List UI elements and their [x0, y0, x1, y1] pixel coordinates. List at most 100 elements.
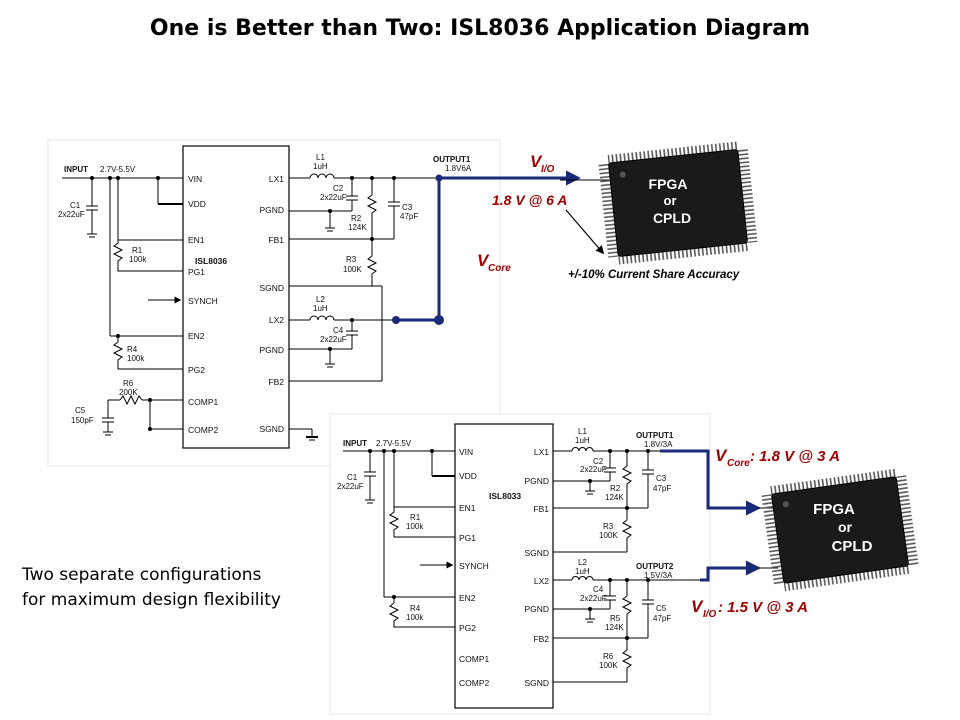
- c4-label: C4: [333, 326, 344, 335]
- r4b-value: 100k: [406, 613, 424, 622]
- pin2-pgnd2: PGND: [524, 604, 549, 614]
- schematic-isl8033: ISL8033 VIN VDD EN1 PG1 SYNCH EN2 PG2 CO…: [329, 413, 919, 715]
- pin-pg2: PG2: [188, 365, 205, 375]
- page-title: One is Better than Two: ISL8036 Applicat…: [149, 16, 811, 41]
- c4b-value: 2x22uF: [580, 594, 607, 603]
- isl8033-output2-value: 1.5V/3A: [644, 571, 673, 580]
- pin2-en1: EN1: [459, 503, 476, 513]
- c4b-label: C4: [593, 585, 604, 594]
- configuration-note: Two separate configurations for maximum …: [22, 563, 281, 613]
- pin2-comp2: COMP2: [459, 678, 490, 688]
- c3b-label: C3: [656, 474, 667, 483]
- fpga1-line-2: or: [664, 193, 677, 208]
- pin-sgnd2: SGND: [259, 424, 284, 434]
- c3b-value: 47pF: [653, 484, 671, 493]
- isl8036-input-label: INPUT: [64, 165, 88, 174]
- schematic-isl8036: ISL8036 VIN VDD EN1 PG1 SYNCH EN2 PG2 CO…: [47, 139, 758, 467]
- r4-label: R4: [127, 345, 138, 354]
- pin2-comp1: COMP1: [459, 654, 490, 664]
- c5-value: 150pF: [71, 416, 94, 425]
- pin2-en2: EN2: [459, 593, 476, 603]
- isl8036-ic-body: [182, 145, 290, 449]
- fpga2-line-1: FPGA: [813, 501, 855, 518]
- l2b-label: L2: [578, 558, 587, 567]
- pin-synch: SYNCH: [188, 296, 218, 306]
- isl8036-left-wiring: [62, 177, 183, 436]
- isl8033-output-traces: [660, 449, 761, 582]
- isl8036-chip-name: ISL8036: [195, 256, 227, 266]
- pin-pg1: PG1: [188, 267, 205, 277]
- vio2-spec: : 1.5 V @ 3 A: [718, 599, 808, 616]
- pin2-pg2: PG2: [459, 623, 476, 633]
- isl8033-left-wiring: [343, 450, 455, 628]
- r3b-value: 100K: [599, 531, 618, 540]
- pin2-sgnd2: SGND: [524, 678, 549, 688]
- r6-value: 200K: [119, 388, 138, 397]
- pin2-pgnd1: PGND: [524, 476, 549, 486]
- r3-label: R3: [346, 255, 357, 264]
- l2-value: 1uH: [313, 304, 328, 313]
- fpga-chip-1: FPGA or CPLD: [598, 141, 758, 265]
- pin2-vin: VIN: [459, 447, 473, 457]
- l1b-label: L1: [578, 427, 587, 436]
- vio-label-sub: I/O: [541, 164, 555, 175]
- note-line-2: for maximum design flexibility: [22, 590, 281, 610]
- pin-comp2: COMP2: [188, 425, 219, 435]
- l2-label: L2: [316, 295, 325, 304]
- pin-vdd: VDD: [188, 199, 206, 209]
- c2b-label: C2: [593, 457, 604, 466]
- isl8036-output-value: 1.8V6A: [445, 164, 472, 173]
- pin-en2: EN2: [188, 331, 205, 341]
- pin2-lx1: LX1: [534, 447, 549, 457]
- isl8033-output1-label: OUTPUT1: [636, 431, 674, 440]
- r1-value: 100k: [129, 255, 147, 264]
- note-line-1: Two separate configurations: [22, 565, 262, 585]
- pin-pgnd1: PGND: [259, 205, 284, 215]
- isl8033-output1-value: 1.8V/3A: [644, 440, 673, 449]
- r1b-label: R1: [410, 513, 421, 522]
- pin-pgnd2: PGND: [259, 345, 284, 355]
- fpga2-line-2: or: [838, 519, 853, 535]
- vio-label-main: V: [530, 152, 543, 171]
- c2b-value: 2x22uF: [580, 465, 607, 474]
- vcore2-label-sub: Core: [727, 458, 750, 469]
- isl8033-right-wiring: [553, 447, 708, 683]
- fpga1-line-1: FPGA: [649, 176, 688, 192]
- r4b-label: R4: [410, 604, 421, 613]
- isl8033-ic-body: [454, 423, 554, 709]
- c2-value: 2x22uF: [320, 193, 347, 202]
- vcore2-label-main: V: [715, 446, 728, 465]
- pin-lx2: LX2: [269, 315, 284, 325]
- isl8033-input-range: 2.7V-5.5V: [376, 439, 412, 448]
- isl8033-output2-label: OUTPUT2: [636, 562, 674, 571]
- r1-label: R1: [132, 246, 143, 255]
- vio2-label-sub: I/O: [703, 609, 717, 620]
- pin-sgnd1: SGND: [259, 283, 284, 293]
- r4-value: 100k: [127, 354, 145, 363]
- pin2-fb1: FB1: [533, 504, 549, 514]
- pin2-fb2: FB2: [533, 634, 549, 644]
- r2-value: 124K: [348, 223, 367, 232]
- pin-en1: EN1: [188, 235, 205, 245]
- vcore2-spec: : 1.8 V @ 3 A: [750, 448, 840, 465]
- isl8036-right-wiring: [289, 173, 436, 441]
- c5b-value: 47pF: [653, 614, 671, 623]
- r5b-label: R5: [610, 614, 621, 623]
- r2-label: R2: [351, 214, 362, 223]
- c2-label: C2: [333, 184, 344, 193]
- r3b-label: R3: [603, 522, 614, 531]
- r2b-value: 124K: [605, 493, 624, 502]
- vcore-label-sub: Core: [488, 263, 511, 274]
- isl8033-chip-name: ISL8033: [489, 491, 521, 501]
- r6-label: R6: [123, 379, 134, 388]
- current-share-note: +/-10% Current Share Accuracy: [568, 269, 740, 281]
- pin-comp1: COMP1: [188, 397, 219, 407]
- vio-spec: 1.8 V @ 6 A: [492, 192, 567, 208]
- pin-fb1: FB1: [268, 235, 284, 245]
- l2b-value: 1uH: [575, 567, 590, 576]
- vio2-label-main: V: [691, 597, 704, 616]
- c4-value: 2x22uF: [320, 335, 347, 344]
- r6b-label: R6: [603, 652, 614, 661]
- pin2-pg1: PG1: [459, 533, 476, 543]
